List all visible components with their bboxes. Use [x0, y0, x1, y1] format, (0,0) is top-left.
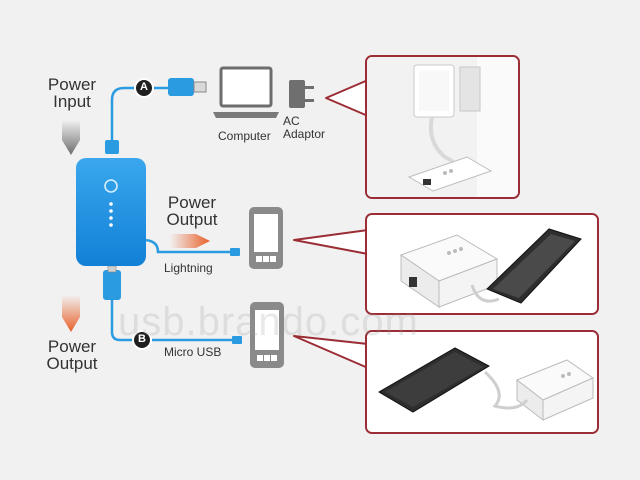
photo-microusb-charging — [365, 330, 599, 434]
ac-adaptor-label: AC Adaptor — [283, 115, 325, 141]
power-output-bottom-label: Power Output — [38, 338, 106, 372]
usb-a-plug-icon — [168, 78, 207, 96]
power-output-mid-label: Power Output — [160, 194, 224, 228]
power-output-bottom-line1: Power — [47, 337, 97, 356]
micro-usb-label: Micro USB — [164, 345, 222, 359]
power-input-arrow-icon — [62, 120, 80, 155]
smartphone-lightning-icon — [230, 207, 283, 269]
bottom-connector-icon — [103, 270, 121, 300]
top-connector-icon — [105, 140, 119, 154]
badge-a-label: A — [140, 81, 148, 93]
computer-label: Computer — [218, 129, 271, 143]
callout-pointers — [293, 79, 369, 369]
power-output-bottom-arrow-icon — [62, 295, 80, 332]
badge-a-icon — [134, 78, 154, 98]
power-output-mid-line2: Output — [166, 210, 218, 229]
photo-wall-charging — [365, 55, 520, 199]
ac-adaptor-line1: AC — [283, 114, 300, 128]
power-input-line2: Input — [53, 92, 91, 111]
power-output-arrow-icon — [170, 234, 210, 248]
smartphone-microusb-icon — [232, 302, 284, 368]
power-output-mid-line1: Power — [167, 193, 217, 212]
power-input-label: Power Input — [40, 76, 104, 110]
powerbank-icon — [76, 158, 146, 266]
ac-adaptor-line2: Adaptor — [283, 127, 326, 141]
watermark: usb.brando.com — [118, 300, 419, 344]
laptop-icon — [213, 66, 279, 118]
lightning-label: Lightning — [164, 261, 213, 275]
badge-b-icon — [132, 330, 152, 350]
power-input-line1: Power — [47, 75, 97, 94]
power-output-bottom-line2: Output — [46, 354, 98, 373]
ac-adaptor-icon — [289, 80, 314, 108]
badge-b-label: B — [138, 333, 146, 345]
photo-lightning-charging — [365, 213, 599, 315]
